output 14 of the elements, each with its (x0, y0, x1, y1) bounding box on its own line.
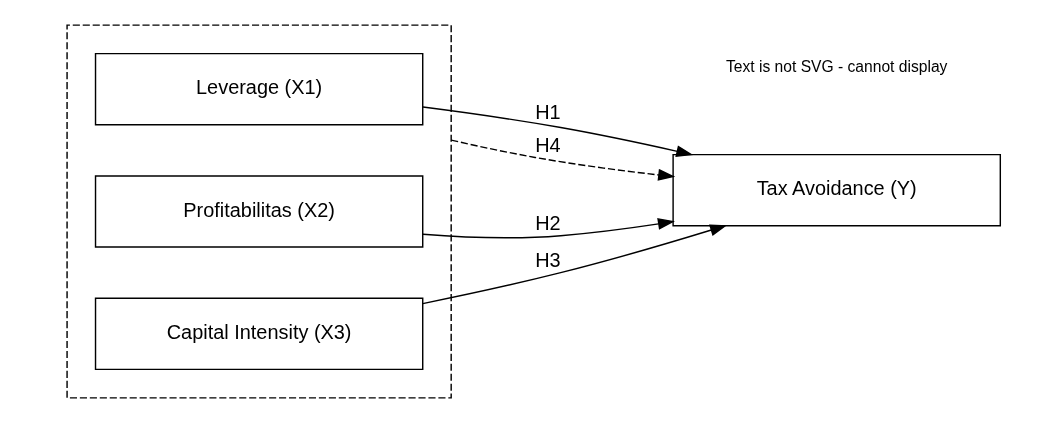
edge-label: H1 (535, 101, 561, 124)
label: Text is not SVG - cannot display (725, 57, 948, 75)
cluster (66, 24, 452, 399)
arrow (450, 139, 676, 181)
arrow (422, 218, 675, 239)
node-box: Leverage (X1) (94, 52, 424, 126)
arrow (422, 106, 694, 158)
edge-label: H3 (535, 249, 561, 272)
node-box: Capital Intensity (X3) (94, 297, 424, 371)
edge-label: H2 (535, 212, 561, 235)
arrow (422, 224, 728, 305)
node-box: Tax Avoidance (Y) (672, 153, 1001, 227)
node-box: Profitabilitas (X2) (94, 175, 424, 248)
edge-label: H4 (535, 134, 561, 157)
